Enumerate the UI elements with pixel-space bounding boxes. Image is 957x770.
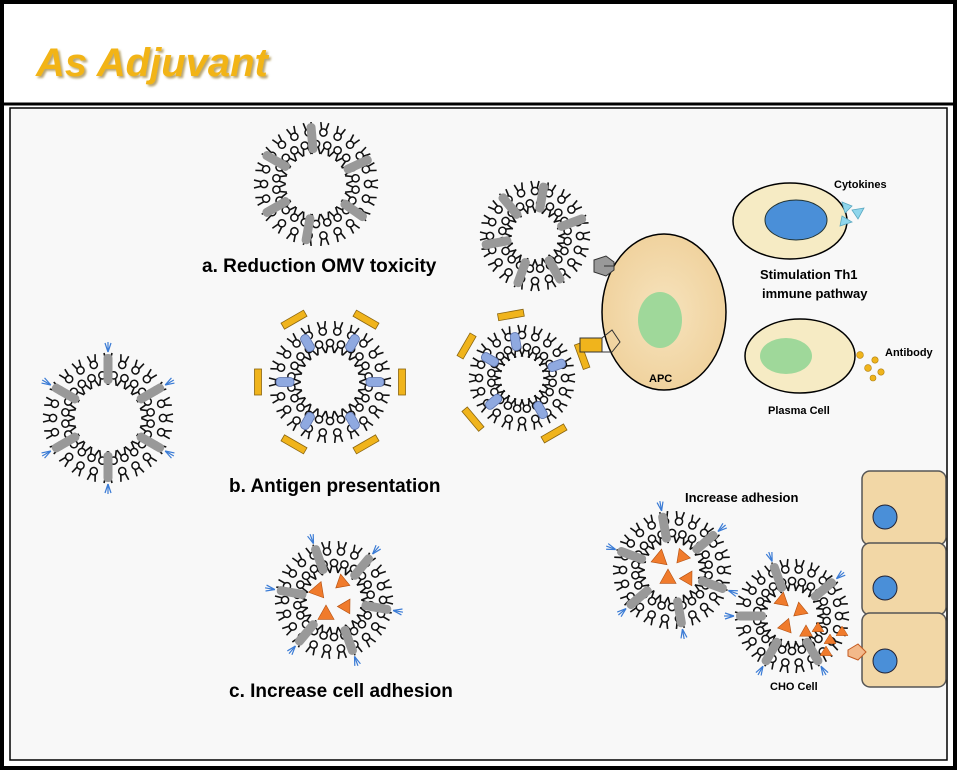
vesicle-adhesion-2 [724, 551, 850, 676]
antibody-label: Antibody [885, 347, 934, 359]
vesicle-apc-gray [479, 180, 591, 292]
vesicle-adhesion-1 [606, 500, 738, 640]
gray-receptor [593, 255, 615, 277]
cho-cell-stack [847, 470, 947, 688]
stim-line2: immune pathway [762, 286, 868, 301]
released-cargo [835, 625, 849, 636]
th1-nucleus [764, 199, 828, 241]
caption-c: c. Increase cell adhesion [229, 681, 453, 702]
stim-line1: Stimulation Th1 [760, 267, 858, 282]
apc-label: APC [649, 373, 672, 385]
cytokine-triangles [839, 201, 865, 227]
apc-nucleus [638, 292, 682, 348]
page-title: As Adjuvant [35, 41, 270, 85]
increase-adhesion-label: Increase adhesion [685, 490, 798, 505]
released-cargo [811, 621, 825, 632]
vesicle-apc-antigen [456, 308, 591, 444]
cho-cell-label: CHO Cell [770, 681, 818, 693]
vesicle-c-adhesion [264, 534, 404, 666]
plasma-cell-label: Plasma Cell [768, 405, 830, 417]
released-cargo [819, 645, 833, 656]
cytokines-label: Cytokines [834, 179, 887, 191]
vesicle-layer [41, 121, 850, 676]
vesicle-b-antigen [254, 309, 406, 455]
caption-a: a. Reduction OMV toxicity [202, 256, 437, 277]
vesicle-a-detoxified [253, 121, 379, 247]
vesicle-left-base [41, 342, 175, 494]
caption-b: b. Antigen presentation [229, 476, 440, 497]
plasma-cell-nucleus [760, 338, 812, 374]
antibody-dots [856, 351, 885, 382]
yellow-antigen-receptor [579, 329, 621, 353]
released-cargo [823, 633, 837, 644]
